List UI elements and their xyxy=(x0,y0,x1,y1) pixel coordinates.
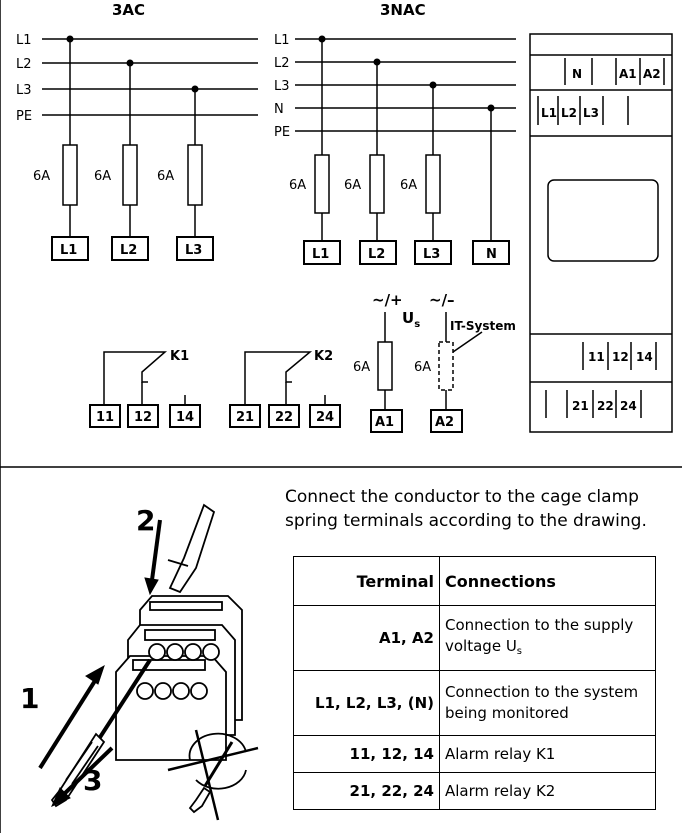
table-cell-connection: Connection to the sup­ply voltage Us xyxy=(439,605,656,671)
fuse-label: 6A xyxy=(289,178,306,193)
step-2-label: 2 xyxy=(136,504,155,537)
line-label-l1: L1 xyxy=(16,33,32,48)
device-terminal-l1: L1 xyxy=(541,106,557,120)
line-label-l3: L3 xyxy=(16,83,32,98)
terminal-l1: L1 xyxy=(60,243,77,258)
table-cell-terminal: A1, A2 xyxy=(293,605,440,671)
relay-k1-terminals xyxy=(89,404,201,428)
title-3ac: 3AC xyxy=(112,1,145,19)
fuse-label: 6A xyxy=(353,360,370,375)
device-terminal-a2: A2 xyxy=(643,67,661,81)
conductor-icon xyxy=(167,503,216,594)
line-label-l2: L2 xyxy=(274,56,290,71)
busbars-3nac xyxy=(295,38,516,132)
step-1-label: 1 xyxy=(20,682,39,715)
terminal-l3: L3 xyxy=(185,243,202,258)
relay-k1-label: K1 xyxy=(170,349,189,364)
device-terminal-21: 21 xyxy=(572,399,589,413)
terminal-11: 11 xyxy=(96,410,114,425)
terminal-24: 24 xyxy=(316,410,334,425)
terminal-l2: L2 xyxy=(368,247,385,262)
terminal-table: Terminal Connections A1, A2 Connection t… xyxy=(293,556,656,810)
supply-voltage-label: Us xyxy=(402,309,420,330)
fuse-label: 6A xyxy=(94,169,111,184)
terminal-22: 22 xyxy=(275,410,293,425)
relay-k2 xyxy=(244,351,326,405)
terminal-n: N xyxy=(486,247,497,262)
terminal-boxes-3ac xyxy=(51,236,214,261)
feeders-3nac xyxy=(314,39,492,241)
fuse-label: 6A xyxy=(157,169,174,184)
table-row: 21, 22, 24 Alarm relay K2 xyxy=(293,772,656,810)
supply-plus-label: ~/+ xyxy=(372,291,403,309)
device-terminal-24: 24 xyxy=(620,399,637,413)
it-system-label: IT-System xyxy=(450,319,516,333)
device-terminal-l2: L2 xyxy=(561,106,577,120)
supply-wiring xyxy=(377,312,483,410)
fuse-label: 6A xyxy=(344,178,361,193)
installation-illustration: 1 2 3 xyxy=(20,503,259,821)
terminal-14: 14 xyxy=(176,410,194,425)
table-cell-connection: Connection to the sys­tem being monitore… xyxy=(439,670,656,736)
title-3nac: 3NAC xyxy=(380,1,426,19)
supply-minus-label: ~/– xyxy=(429,291,455,309)
device-terminal-14: 14 xyxy=(636,350,653,364)
terminal-l3: L3 xyxy=(423,247,440,262)
supply-terminals xyxy=(370,409,463,433)
device-terminal-l3: L3 xyxy=(583,106,599,120)
fuse-label: 6A xyxy=(33,169,50,184)
device-outline xyxy=(529,33,673,433)
table-header: Terminal Connections xyxy=(293,556,656,606)
line-label-l3: L3 xyxy=(274,79,290,94)
relay-k2-label: K2 xyxy=(314,349,333,364)
table-cell-terminal: 21, 22, 24 xyxy=(293,772,440,810)
table-cell-terminal: L1, L2, L3, (N) xyxy=(293,670,440,736)
device-terminal-22: 22 xyxy=(597,399,614,413)
table-header-connections: Connections xyxy=(439,556,656,606)
table-cell-terminal: 11, 12, 14 xyxy=(293,735,440,773)
table-row: L1, L2, L3, (N) Connection to the sys­te… xyxy=(293,670,656,736)
line-label-pe: PE xyxy=(16,109,32,124)
spring-terminals-icon xyxy=(136,643,220,700)
fuse-label: 6A xyxy=(400,178,417,193)
table-cell-connection: Alarm relay K2 xyxy=(439,772,656,810)
step-3-label: 3 xyxy=(83,764,102,797)
terminal-12: 12 xyxy=(134,410,152,425)
line-label-n: N xyxy=(274,102,284,117)
fuse-label: 6A xyxy=(414,360,431,375)
device-terminal-11: 11 xyxy=(588,350,605,364)
table-cell-connection: Alarm relay K1 xyxy=(439,735,656,773)
terminal-a1: A1 xyxy=(375,415,394,430)
terminal-l1: L1 xyxy=(312,247,329,262)
line-label-l2: L2 xyxy=(16,57,32,72)
device-terminal-a1: A1 xyxy=(619,67,637,81)
terminal-21: 21 xyxy=(236,410,254,425)
device-terminal-n: N xyxy=(572,67,582,81)
instruction-text: Connect the conductor to the cage clamp … xyxy=(285,487,647,531)
relay-k2-terminals xyxy=(229,404,341,428)
feeders-3ac xyxy=(62,39,203,237)
terminal-a2: A2 xyxy=(435,415,454,430)
no-rotate-icon xyxy=(167,729,259,821)
table-row: A1, A2 Connection to the sup­ply voltage… xyxy=(293,605,656,671)
terminal-l2: L2 xyxy=(120,243,137,258)
line-label-l1: L1 xyxy=(274,33,290,48)
table-header-terminal: Terminal xyxy=(293,556,440,606)
arrow-icon xyxy=(38,519,162,807)
busbars-3ac xyxy=(42,38,258,116)
terminal-boxes-3nac xyxy=(303,240,510,265)
table-row: 11, 12, 14 Alarm relay K1 xyxy=(293,735,656,773)
device-terminal-12: 12 xyxy=(612,350,629,364)
line-label-pe: PE xyxy=(274,125,290,140)
relay-k1 xyxy=(103,351,186,405)
